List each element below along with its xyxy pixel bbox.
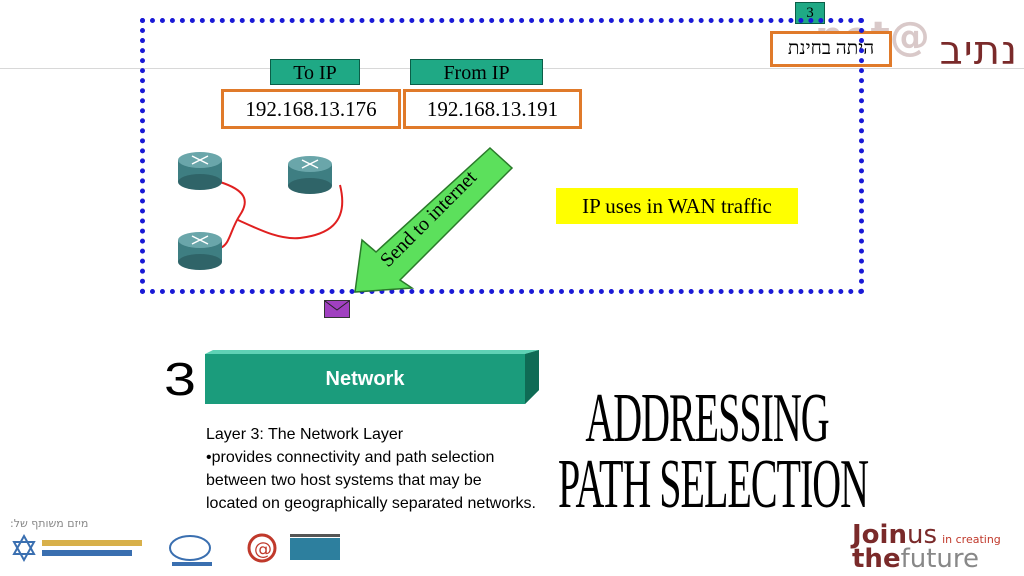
link-r1-r3 [219,181,246,249]
network-layer-bar [205,350,539,404]
layer-text: •provides connectivity and path selectio… [206,449,536,512]
send-arrow: Send to internet [354,146,514,293]
to-ip-value: 192.168.13.176 [221,89,401,129]
government-logo [169,535,212,566]
cisco-logo [290,534,340,560]
title-path-selection: PATH SELECTION [557,443,869,523]
layer-title: Layer 3: The Network Layer [206,426,404,443]
jewish-agency-logo [12,533,142,563]
us-text: us [906,520,937,550]
join-us-logo: Joinus in creating thefuture [852,520,1001,574]
partner-text: מיזם משותף של: [10,517,89,530]
link-r3-r2 [237,184,344,240]
layer-description: Layer 3: The Network Layer •provides con… [206,423,536,515]
from-ip-label: From IP [410,59,543,85]
nativ-logo: נתיב [939,28,1018,74]
the-text: the [852,544,901,574]
network-layer-label: Network [325,368,405,390]
from-ip-value: 192.168.13.191 [403,89,582,129]
diagram-frame [140,18,864,294]
envelope-icon [324,300,350,318]
in-creating-text: in creating [942,533,1001,546]
wan-note: IP uses in WAN traffic [556,188,798,224]
join-text: Join [852,520,907,550]
svg-text:@: @ [254,539,272,560]
partner-logos: @ [12,533,340,566]
network-diagram: Send to internet [178,146,514,293]
router-icon [178,152,222,190]
arrow-label: Send to internet [376,166,481,271]
at-logo: @ [247,533,277,563]
router-icon [178,232,222,270]
layer-number: 3 [164,353,196,405]
exam-note: היתה בחינת [770,31,892,67]
future-text: future [900,544,979,574]
to-ip-label: To IP [270,59,360,85]
router-icon [288,156,332,194]
title-addressing: ADDRESSING [585,377,829,457]
